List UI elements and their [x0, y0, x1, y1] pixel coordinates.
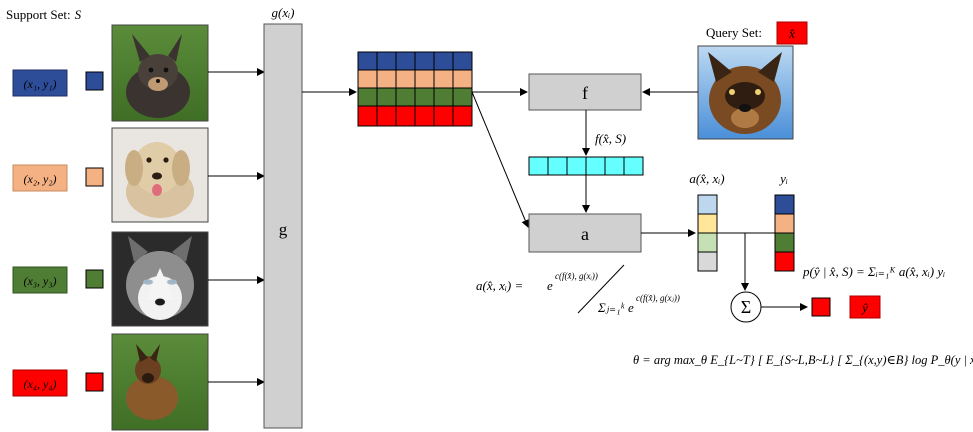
query-symbol: x̂: [788, 26, 795, 41]
g-header-label: g(xᵢ): [272, 5, 295, 20]
g-encoder-label: g: [279, 220, 288, 239]
support-label-square: [85, 71, 104, 91]
shepherd-photo: [111, 333, 209, 431]
attention-weights-column: [697, 194, 718, 272]
husky-photo: [111, 231, 209, 327]
support-label-square: [85, 372, 104, 392]
support-label-text: (x₁, y₁): [24, 77, 57, 91]
query-shepherd-photo: [697, 45, 794, 140]
support-item-4: (x₄, y₄): [12, 369, 104, 397]
labrador-photo: [111, 127, 209, 223]
arrow-embeddings-to-a: [471, 91, 530, 228]
support-label-pill: [12, 266, 68, 294]
support-item-2: (x₂, y₂): [12, 164, 104, 192]
f-output-label: f(x̂, S): [595, 131, 626, 146]
support-label-text: (x₂, y₂): [24, 172, 57, 186]
support-item-1: (x₁, y₁): [12, 69, 104, 97]
support-label-pill: [12, 69, 68, 97]
labels-column-label: yᵢ: [778, 171, 788, 186]
support-label-pill: [12, 164, 68, 192]
attention-formula-numerator-exponent: c(f(x̂), g(xᵢ)): [555, 271, 598, 281]
labels-column: [774, 194, 795, 272]
attention-weights-label: a(x̂, xᵢ): [689, 171, 724, 186]
support-label-square: [85, 269, 104, 289]
prediction-symbol: ŷ: [860, 300, 868, 315]
attention-formula-numerator-base: e: [547, 278, 553, 293]
attention-label: a: [581, 224, 589, 244]
support-label-square: [85, 167, 104, 187]
attention-formula-lhs: a(x̂, xᵢ) =: [476, 278, 523, 293]
query-embedding-vector: [528, 156, 644, 176]
attention-formula-denominator-base: e: [628, 300, 634, 315]
attention-formula-denominator-exponent: c(f(x̂), g(xⱼ)): [636, 293, 680, 303]
output-square: [811, 297, 831, 317]
support-item-3: (x₃, y₃): [12, 266, 104, 294]
attention-formula-denominator-sum: Σⱼ₌₁ᵏ: [597, 300, 626, 315]
support-label-text: (x₃, y₃): [24, 274, 57, 288]
training-objective-formula: θ = arg max_θ E_{L~T} [ E_{S~L,B~L} [ Σ_…: [633, 353, 973, 367]
support-embedding-matrix: [357, 51, 473, 127]
prediction-formula: p(ŷ | x̂, S) = Σᵢ₌₁ᴷ a(x̂, xᵢ) yᵢ: [802, 264, 945, 279]
chihuahua-photo: [111, 24, 209, 122]
f-encoder-box: [528, 73, 642, 111]
attention-box: [528, 213, 642, 253]
prediction-box: [849, 295, 881, 319]
f-encoder-label: f: [582, 83, 588, 103]
attention-formula: a(x̂, xᵢ) = e c(f(x̂), g(xᵢ)) Σⱼ₌₁ᵏ e c(…: [476, 264, 680, 315]
attention-formula-slash: [577, 264, 625, 314]
g-encoder-box: [263, 23, 303, 429]
support-set-title: Support Set:S: [6, 7, 82, 22]
query-set-title: Query Set:: [706, 25, 762, 40]
query-symbol-box: [776, 21, 808, 45]
sum-symbol: Σ: [741, 297, 751, 317]
support-label-text: (x₄, y₄): [24, 377, 57, 391]
support-label-pill: [12, 369, 68, 397]
